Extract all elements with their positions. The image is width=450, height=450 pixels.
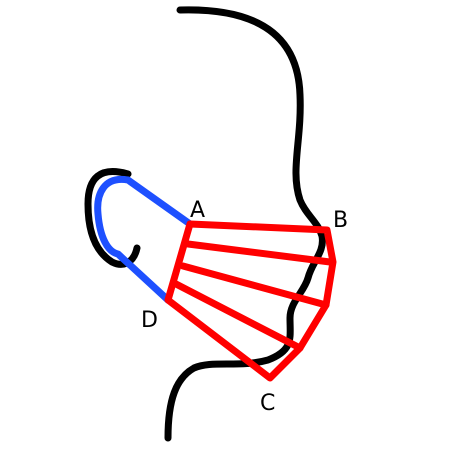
mask-outline bbox=[164, 220, 337, 382]
label-b: B bbox=[333, 208, 348, 233]
label-c: C bbox=[260, 391, 275, 416]
mask bbox=[164, 220, 337, 382]
face-profile bbox=[164, 6, 326, 442]
ear-loop bbox=[94, 175, 194, 304]
mask-pleat-line-2 bbox=[179, 262, 330, 309]
mask-pleat-line-1 bbox=[184, 240, 334, 266]
mask-pleat-line-3 bbox=[172, 280, 304, 352]
label-a: A bbox=[190, 198, 205, 223]
label-d: D bbox=[141, 308, 158, 333]
